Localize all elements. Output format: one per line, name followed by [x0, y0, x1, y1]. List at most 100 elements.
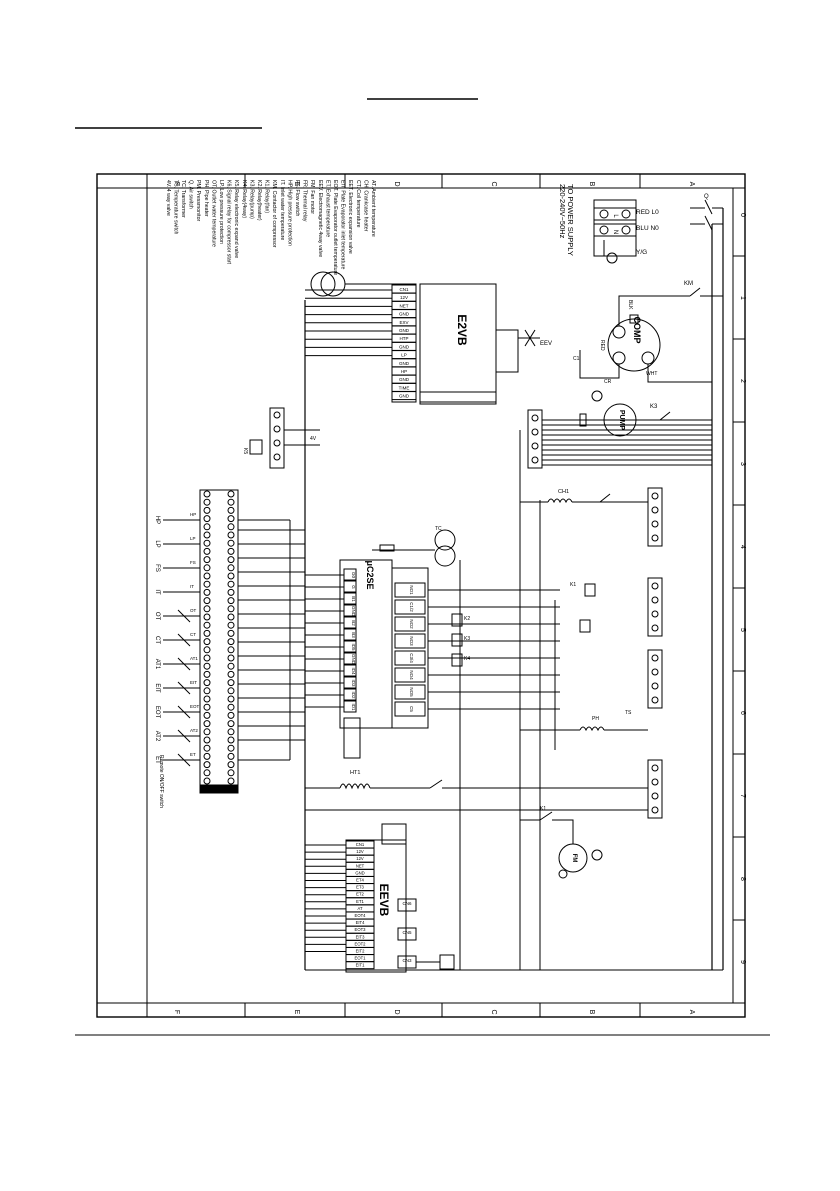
terminal-screw-icon: [651, 792, 659, 800]
row-marker: 2: [739, 379, 746, 383]
e2vb-pin-label: GND: [399, 344, 410, 349]
sensor-label: ET: [154, 756, 160, 764]
eevb-pin-label: NET: [356, 863, 365, 868]
terminal-screw-icon: [227, 720, 235, 728]
terminal-screw-icon: [227, 523, 235, 531]
inner-frame: [146, 173, 746, 1018]
terminal-screw-icon: [531, 414, 539, 422]
sensor-pin-label: OT: [190, 608, 197, 613]
pc2se-relay-label: NO5: [409, 687, 414, 697]
remote-switch-label: Remote ON/OFF switch: [158, 755, 164, 808]
terminal-screw-icon: [203, 588, 211, 596]
terminal-screw-icon: [227, 662, 235, 670]
eevb-pin-label: ET2: [356, 892, 364, 897]
terminal-screw-icon: [227, 769, 235, 777]
terminal-screw-icon: [203, 761, 211, 769]
pc2se-relay-cell: [394, 650, 426, 666]
terminal-screw-icon: [273, 439, 281, 447]
junction-terminal-block: [527, 409, 543, 469]
sensor-label: OT: [154, 612, 160, 621]
terminal-screw-icon: [203, 597, 211, 605]
terminal-screw-icon: [227, 711, 235, 719]
sensor-pin-label: LP: [190, 536, 196, 541]
sensor-label: FS: [154, 564, 160, 572]
legend-entry: KM. Contactor of compressor: [271, 180, 277, 248]
terminal-icon: [641, 351, 655, 365]
eev-coil-icon: [439, 954, 455, 970]
e2vb-pin-label: GND: [399, 394, 410, 399]
terminal-screw-icon: [203, 523, 211, 531]
relay-coil-icon: [579, 619, 591, 633]
terminal-screw-icon: [227, 572, 235, 580]
legend-entry: EEV. Electromagnetic 4way valve: [317, 180, 323, 257]
terminal-screw-icon: [273, 411, 281, 419]
terminal-screw-icon: [227, 621, 235, 629]
terminal-screw-icon: [227, 556, 235, 564]
ch1-label: CH1: [558, 489, 569, 495]
pc2se-relay-cell: [394, 582, 426, 598]
terminal-screw-icon: [651, 582, 659, 590]
fuse-icon: [379, 544, 395, 552]
sensor-label: IT: [154, 589, 160, 595]
terminal-screw-icon: [203, 564, 211, 572]
terminal-screw-icon: [203, 621, 211, 629]
legend-entry: K4. Relay(4way): [241, 180, 247, 218]
ground-icon: [558, 869, 568, 879]
relay-label: K2: [464, 616, 470, 622]
terminal-icon: [612, 351, 626, 365]
terminal-icon: [612, 325, 626, 339]
legend-entry: FR. Thermal relay: [302, 180, 308, 222]
eevb-pin-label: EOT1: [355, 956, 367, 961]
legend-entry: HP. High pressure protection: [286, 180, 292, 246]
column-marker-top: E: [293, 182, 300, 187]
pc2se-pin-label: ID1: [351, 703, 356, 711]
terminal-screw-icon: [227, 506, 235, 514]
column-marker-top: C: [490, 181, 497, 186]
ground-icon: [591, 390, 603, 402]
terminal-screw-icon: [651, 610, 659, 618]
ground-icon: [606, 252, 618, 264]
terminal-screw-icon: [203, 572, 211, 580]
row-marker: 7: [739, 794, 746, 798]
pc2se-title: μC2SE: [365, 560, 375, 589]
terminal-screw-icon: [227, 736, 235, 744]
terminal-screw-icon: [651, 668, 659, 676]
legend-entry: EIT. Plate Evaporator inlet temperature: [340, 180, 346, 269]
e2vb-pin-label: HTP: [400, 336, 409, 341]
terminal-screw-icon: [203, 580, 211, 588]
eevb-pin-label: EOT4: [355, 913, 367, 918]
thermistor-icon: [177, 633, 191, 647]
eev-valve-icon: [524, 329, 536, 347]
relay-label: K1: [540, 806, 546, 812]
pc2se-relay-cell: [394, 701, 426, 717]
terminal-screw-icon: [203, 769, 211, 777]
e2vb-pin-label: CN1: [399, 287, 408, 292]
row-marker: 9: [739, 960, 746, 964]
pc2se-pin-label: B1: [351, 596, 356, 602]
sensor-label: AT2: [154, 731, 160, 742]
terminal-screw-icon: [203, 638, 211, 646]
relay-label: K3: [650, 404, 658, 410]
thermistor-icon: [177, 729, 191, 743]
eevb-pin-cell: [345, 961, 375, 970]
eevb-connector-label: CN6: [402, 901, 411, 906]
terminal-screw-icon: [651, 492, 659, 500]
terminal-screw-icon: [203, 736, 211, 744]
km-label: KM: [684, 281, 693, 287]
terminal-screw-icon: [651, 624, 659, 632]
terminal-screw-icon: [531, 428, 539, 436]
thermistor-icon: [177, 681, 191, 695]
legend-entry: K3. Relay(pump): [248, 180, 254, 219]
ht-heater-icon: [339, 783, 371, 790]
row-marker: 6: [739, 711, 746, 715]
legend-entry: K1. Relay(fan): [264, 180, 270, 213]
terminal-screw-icon: [227, 629, 235, 637]
relay-label: K4: [464, 656, 470, 662]
breaker-q-label: Q: [704, 194, 709, 200]
terminal-screw-icon: [651, 654, 659, 662]
pc2se-pin-label: ID4: [351, 667, 356, 675]
pc2se-relay-cell: [394, 616, 426, 632]
legend-entry: K5. Relay electronic expand valve: [233, 180, 239, 258]
terminal-screw-icon: [227, 777, 235, 785]
ch1-heater-icon: [547, 498, 573, 504]
